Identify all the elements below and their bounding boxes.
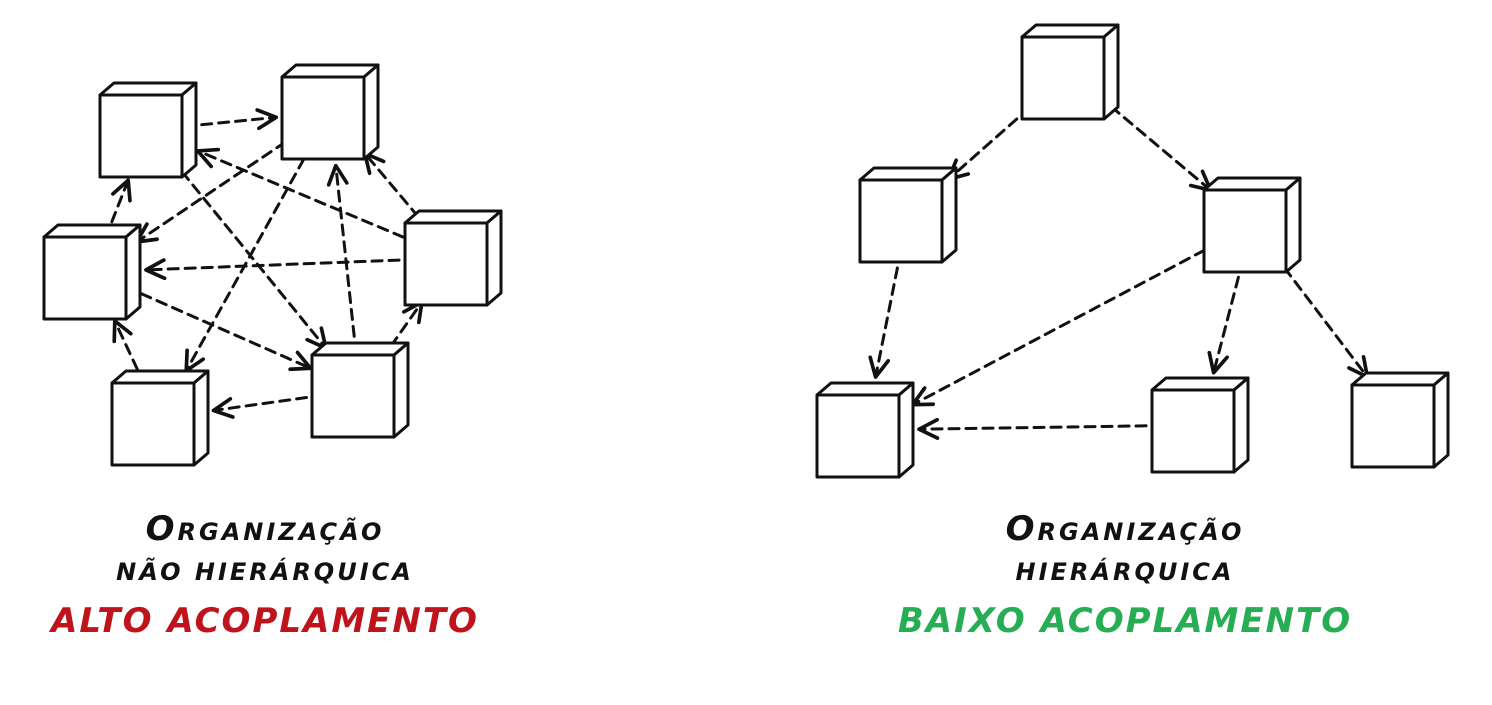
dependency-arrow xyxy=(389,300,424,348)
cube-front-face xyxy=(310,353,396,439)
dependency-arrow xyxy=(946,106,1032,182)
cube-side-face xyxy=(485,209,503,307)
high-coupling-label: ALTO ACOPLAMENTO xyxy=(51,601,479,641)
cube-side-face xyxy=(362,63,380,161)
cube-top-face xyxy=(110,369,210,385)
dependency-arrow xyxy=(134,140,287,244)
dependency-arrow xyxy=(1109,105,1213,193)
arrows-layer xyxy=(110,105,1370,440)
cube-side-face xyxy=(192,369,210,467)
cube-side-face xyxy=(897,381,915,479)
cube-top-face xyxy=(1020,23,1120,39)
dependency-arrow xyxy=(139,292,313,372)
non-hierarchical-caption: ORGANIZAÇÃO NÃO HIERÁRQUICA ALTO ACOPLAM… xyxy=(30,512,500,638)
module-cube xyxy=(815,381,915,479)
cube-side-face xyxy=(1102,23,1120,121)
cube-top-face xyxy=(815,381,915,397)
module-cube xyxy=(98,81,198,179)
module-cube xyxy=(1202,176,1302,274)
hierarchical-title: ORGANIZAÇÃO xyxy=(860,512,1390,546)
cube-top-face xyxy=(1150,376,1250,392)
cube-side-face xyxy=(1232,376,1250,474)
non-hierarchical-subtitle: NÃO HIERÁRQUICA xyxy=(116,558,414,586)
cube-front-face xyxy=(815,393,901,479)
cubes-layer xyxy=(42,23,1450,479)
cube-front-face xyxy=(858,178,944,264)
cube-front-face xyxy=(42,235,128,321)
hierarchical-caption: ORGANIZAÇÃO HIERÁRQUICA BAIXO ACOPLAMENT… xyxy=(860,512,1390,638)
cube-front-face xyxy=(280,75,366,161)
cube-front-face xyxy=(110,381,196,467)
cube-front-face xyxy=(98,93,184,179)
dependency-arrow xyxy=(326,163,356,338)
dependency-arrow xyxy=(910,248,1206,407)
cube-top-face xyxy=(98,81,198,97)
cube-front-face xyxy=(1150,388,1236,474)
dependency-arrow xyxy=(211,395,309,419)
module-cube xyxy=(42,223,142,321)
cube-side-face xyxy=(940,166,958,264)
dependency-arrow xyxy=(917,417,1148,440)
cube-top-face xyxy=(858,166,958,182)
cube-side-face xyxy=(124,223,142,321)
cube-front-face xyxy=(403,221,489,307)
dependency-arrow xyxy=(1207,275,1240,375)
hierarchical-subtitle: HIERÁRQUICA xyxy=(1015,558,1235,586)
cube-side-face xyxy=(1432,371,1450,469)
cube-front-face xyxy=(1020,35,1106,121)
module-cube xyxy=(858,166,958,264)
dependency-arrow xyxy=(112,319,139,371)
title-rest: RGANIZAÇÃO xyxy=(1037,518,1245,546)
cube-side-face xyxy=(180,81,198,179)
low-coupling-label: BAIXO ACOPLAMENTO xyxy=(897,601,1353,641)
module-cube xyxy=(1020,23,1120,121)
module-cube xyxy=(1350,371,1450,469)
cube-front-face xyxy=(1350,383,1436,469)
cube-top-face xyxy=(1350,371,1450,387)
title-initial: O xyxy=(145,509,178,549)
dependency-arrow xyxy=(362,151,420,219)
dependency-arrow xyxy=(200,108,279,131)
module-cube xyxy=(1150,376,1250,474)
title-initial: O xyxy=(1005,509,1038,549)
title-rest: RGANIZAÇÃO xyxy=(177,518,385,546)
cube-top-face xyxy=(310,341,410,357)
cube-side-face xyxy=(1284,176,1302,274)
cube-front-face xyxy=(1202,188,1288,274)
module-cube xyxy=(403,209,503,307)
cube-top-face xyxy=(42,223,142,239)
dependency-arrow xyxy=(1283,266,1370,379)
dependency-arrow xyxy=(110,178,132,224)
dependency-arrow xyxy=(195,147,405,239)
cube-side-face xyxy=(392,341,410,439)
module-cube xyxy=(110,369,210,467)
cube-top-face xyxy=(403,209,503,225)
module-cube xyxy=(280,63,380,161)
non-hierarchical-title: ORGANIZAÇÃO xyxy=(30,512,500,546)
cube-top-face xyxy=(280,63,380,79)
dependency-arrow xyxy=(180,170,328,350)
dependency-arrow xyxy=(868,266,899,379)
cube-top-face xyxy=(1202,176,1302,192)
module-cube xyxy=(310,341,410,439)
dependency-arrow xyxy=(144,258,401,281)
